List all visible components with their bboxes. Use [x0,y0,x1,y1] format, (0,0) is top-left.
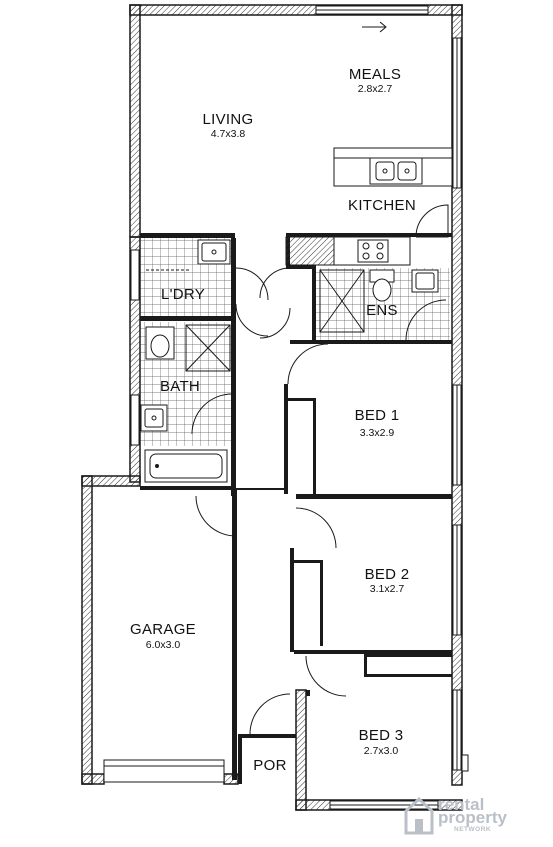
room-size-garage: 6.0x3.0 [145,639,181,651]
room-label-laundry: L'DRY [160,286,206,303]
room-label-kitchen: KITCHEN [348,197,416,214]
bath-fixtures [140,324,231,483]
room-size-bed1: 3.3x2.9 [359,427,395,439]
room-label-ensuite: ENS [366,302,398,319]
watermark-line2: property [438,808,507,827]
direction-arrow [362,21,387,33]
room-size-bed2: 3.1x2.7 [369,583,405,595]
room-label-meals: MEALS [348,66,402,83]
room-label-bed3: BED 3 [358,727,404,744]
ensuite-fixtures [319,269,439,333]
room-size-bed3: 2.7x3.0 [363,745,399,757]
interior-walls [140,233,452,784]
room-label-bed2: BED 2 [364,566,410,583]
watermark-logo: rental property NETWORK [402,793,522,838]
room-size-meals: 2.8x2.7 [357,83,393,95]
windows [130,5,469,810]
room-label-porch: POR [253,757,287,774]
room-label-bath: BATH [159,378,201,395]
kitchen-benches [285,147,453,266]
room-label-bed1: BED 1 [354,407,400,424]
garage-door [103,759,225,783]
room-size-living: 4.7x3.8 [210,128,246,140]
room-label-garage: GARAGE [130,621,196,638]
room-label-living: LIVING [202,111,254,128]
watermark-line3: NETWORK [454,826,492,833]
laundry-fixtures [146,239,231,271]
door-swings [191,267,447,735]
watermark-line1: rental [438,795,485,814]
house-logo-icon [404,796,434,835]
